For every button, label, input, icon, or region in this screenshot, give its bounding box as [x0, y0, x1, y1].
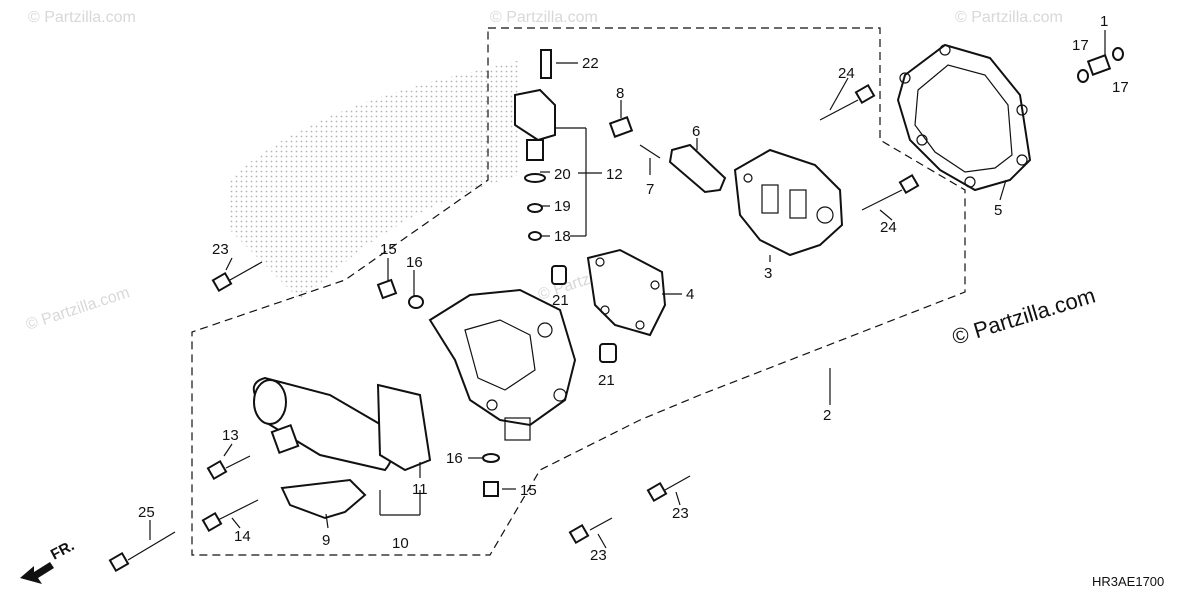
- callout-22: 22: [582, 55, 599, 72]
- pin-21-bottom: [599, 343, 617, 363]
- callout-4: 4: [686, 286, 694, 303]
- callout-21-upper: 21: [552, 292, 569, 309]
- callout-24-top: 24: [838, 65, 855, 82]
- pin-21-top: [551, 265, 567, 285]
- front-arrow-icon: [20, 562, 54, 584]
- callout-6: 6: [692, 123, 700, 140]
- diagram-code: HR3AE1700: [1092, 574, 1164, 589]
- callout-10: 10: [392, 535, 409, 552]
- callout-23-right: 23: [672, 505, 689, 522]
- callout-18: 18: [554, 228, 571, 245]
- brand-label: © Partzilla.com: [949, 283, 1098, 350]
- callout-23-bottom: 23: [590, 547, 607, 564]
- callout-1: 1: [1100, 13, 1108, 30]
- callout-7: 7: [646, 181, 654, 198]
- spring-7: [639, 144, 661, 159]
- callout-17-right: 17: [1112, 79, 1129, 96]
- watermark-top-center: © Partzilla.com: [490, 9, 598, 26]
- callout-8: 8: [616, 85, 624, 102]
- callout-16-lower: 16: [446, 450, 463, 467]
- callout-23-left: 23: [212, 241, 229, 258]
- callout-21-lower: 21: [598, 372, 615, 389]
- watermark-top-right: © Partzilla.com: [955, 9, 1063, 26]
- callout-17-left: 17: [1072, 37, 1089, 54]
- leader-lines: [149, 30, 1106, 549]
- bracket-9: [280, 478, 367, 520]
- callout-16-upper: 16: [406, 254, 423, 271]
- assembly-boundary: [191, 27, 966, 556]
- spool-6: [668, 143, 727, 194]
- callout-15-upper: 15: [380, 241, 397, 258]
- watermark-top-left: © Partzilla.com: [28, 9, 136, 26]
- clip-8: [608, 116, 634, 138]
- gasket-5: [896, 43, 1032, 192]
- shift-solenoid: [514, 49, 556, 241]
- callout-25: 25: [138, 504, 155, 521]
- callout-14: 14: [234, 528, 251, 545]
- watermark-mid-left: © Partzilla.com: [24, 284, 132, 333]
- callout-3: 3: [764, 265, 772, 282]
- callout-24-lower: 24: [880, 219, 897, 236]
- callout-13: 13: [222, 427, 239, 444]
- shading-area: [230, 60, 520, 300]
- callout-20: 20: [554, 166, 571, 183]
- callout-2: 2: [823, 407, 831, 424]
- front-label: FR.: [48, 537, 77, 563]
- valve-body-2: [428, 288, 577, 441]
- cover-3: [733, 148, 844, 257]
- callout-15-lower: 15: [520, 482, 537, 499]
- callout-5: 5: [994, 202, 1002, 219]
- bolts: [108, 47, 1124, 573]
- callout-11: 11: [412, 481, 428, 498]
- solenoid-assembly: [252, 376, 432, 472]
- callout-12: 12: [606, 166, 623, 183]
- callout-19: 19: [554, 198, 571, 215]
- plate-4: [586, 248, 667, 337]
- callout-9: 9: [322, 532, 330, 549]
